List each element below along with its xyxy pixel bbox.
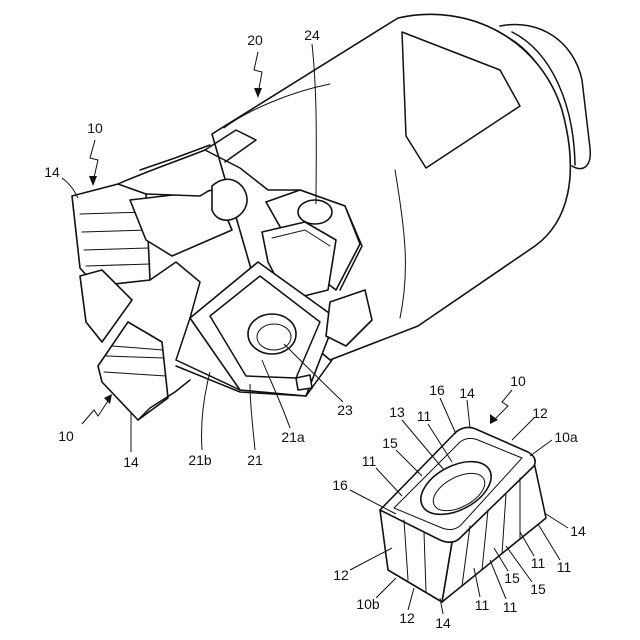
ref-numeral-10a: 10a: [554, 429, 578, 445]
arrowhead: [490, 414, 498, 424]
leader-14: [546, 514, 568, 528]
leader-16: [440, 398, 456, 434]
arrowhead: [89, 176, 97, 186]
leader-15: [396, 450, 422, 476]
leader-12: [408, 588, 414, 610]
ref-numeral-10: 10: [87, 120, 103, 136]
cutting-insert-detail: [380, 427, 546, 602]
ref-numeral-10: 10: [510, 373, 526, 389]
ref-numeral-15: 15: [530, 581, 546, 597]
ref-numeral-11: 11: [475, 597, 490, 613]
ref-numeral-15: 15: [382, 435, 398, 451]
ref-numeral-12: 12: [532, 405, 548, 421]
ref-numeral-21b: 21b: [188, 452, 212, 468]
leader-12: [512, 418, 534, 440]
ref-numeral-23: 23: [337, 402, 353, 418]
ref-numeral-10: 10: [58, 428, 74, 444]
ref-numeral-14: 14: [123, 454, 139, 470]
ref-numeral-16: 16: [332, 477, 348, 493]
ref-numeral-14: 14: [44, 164, 60, 180]
lightning-arrow-10: [494, 390, 512, 420]
leader-11: [376, 468, 402, 496]
flute-edge: [140, 145, 210, 170]
ref-numeral-14: 14: [459, 385, 475, 401]
coolant-port: [296, 375, 312, 390]
leader-10b: [376, 578, 396, 598]
coolant-hole-24: [298, 200, 332, 224]
ref-numeral-11: 11: [503, 599, 518, 615]
leader-10a: [530, 440, 552, 456]
ref-numeral-15: 15: [504, 570, 520, 586]
ref-numeral-13: 13: [389, 404, 405, 420]
ref-numeral-21a: 21a: [281, 429, 305, 445]
leader-14: [467, 400, 470, 428]
lightning-arrow-20: [254, 52, 262, 94]
ref-numeral-16: 16: [429, 382, 445, 398]
ref-numeral-11: 11: [362, 453, 377, 469]
pocket-wall: [146, 190, 210, 196]
ref-numeral-14: 14: [435, 615, 451, 631]
ref-numeral-20: 20: [247, 32, 263, 48]
ref-numeral-12: 12: [333, 567, 349, 583]
ref-numeral-11: 11: [531, 555, 546, 571]
leader-21b: [201, 372, 210, 450]
ref-numeral-12: 12: [399, 610, 415, 626]
ref-numeral-14: 14: [570, 523, 586, 539]
ref-numeral-21: 21: [247, 452, 263, 468]
ref-numeral-24: 24: [304, 27, 320, 43]
leader-21: [250, 384, 255, 450]
ref-numeral-11: 11: [417, 408, 432, 424]
insert-lower-left: [98, 322, 168, 420]
mounting-hole-23: [248, 314, 296, 354]
arrowhead: [104, 394, 112, 404]
ref-numeral-10b: 10b: [356, 596, 380, 612]
milling-cutter: [72, 14, 590, 420]
leader-12: [350, 548, 392, 570]
ref-numeral-11: 11: [557, 559, 572, 575]
lightning-arrow-10: [82, 398, 110, 424]
lightning-arrow-10: [90, 140, 98, 182]
clamp-key: [212, 179, 247, 220]
arrowhead: [254, 88, 262, 98]
pocket-wall: [150, 262, 200, 318]
leader-11: [520, 532, 534, 556]
